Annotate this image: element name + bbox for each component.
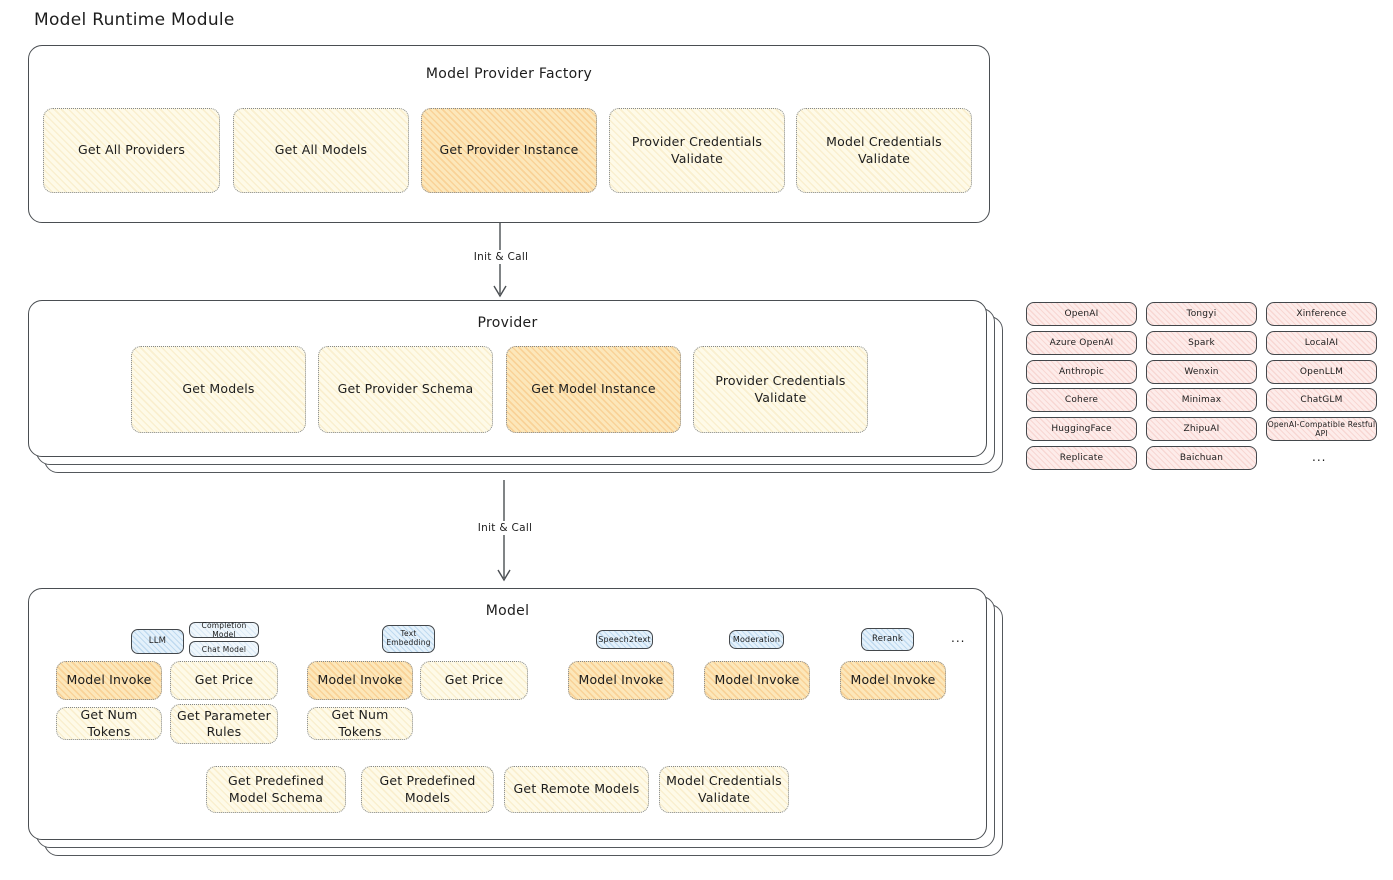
provider-chip-minimax: Minimax (1146, 388, 1257, 412)
provider-chip-localai: LocalAI (1266, 331, 1377, 355)
model-section: Model LLM Completion Model Chat Model Te… (28, 588, 987, 840)
provider-chip-xinference: Xinference (1266, 302, 1377, 326)
provider-get-model-instance: Get Model Instance (506, 346, 681, 433)
provider-chip-replicate: Replicate (1026, 446, 1137, 470)
provider-chip-openai: OpenAI (1026, 302, 1137, 326)
model-credentials-validate: Model Credentials Validate (659, 766, 789, 813)
tag-completion-model: Completion Model (189, 621, 259, 639)
provider-chip-azure-openai: Azure OpenAI (1026, 331, 1137, 355)
tag-chat-model: Chat Model (189, 641, 259, 657)
provider-credentials-validate: Provider Credentials Validate (693, 346, 868, 433)
init-call-label-1: Init & Call (455, 250, 547, 264)
factory-get-provider-instance: Get Provider Instance (421, 108, 597, 193)
moderation-model-invoke: Model Invoke (704, 661, 810, 700)
llm-model-invoke: Model Invoke (56, 661, 162, 700)
providers-more-ellipsis: ... (1312, 450, 1327, 464)
factory-get-all-providers: Get All Providers (43, 108, 220, 193)
tag-text-embedding: Text Embedding (382, 625, 435, 653)
rerank-model-invoke: Model Invoke (840, 661, 946, 700)
provider-chip-openai-compatible: OpenAI-Compatible Restful API (1266, 417, 1377, 441)
factory-provider-credentials-validate: Provider Credentials Validate (609, 108, 785, 193)
factory-get-all-models: Get All Models (233, 108, 409, 193)
provider-chip-anthropic: Anthropic (1026, 360, 1137, 384)
provider-chip-wenxin: Wenxin (1146, 360, 1257, 384)
llm-get-price: Get Price (170, 661, 278, 700)
model-title: Model (485, 603, 530, 619)
provider-get-models: Get Models (131, 346, 306, 433)
provider-chip-spark: Spark (1146, 331, 1257, 355)
text-embedding-get-price: Get Price (420, 661, 528, 700)
tag-llm: LLM (131, 629, 184, 654)
provider-section: Provider Get Models Get Provider Schema … (28, 300, 987, 457)
get-predefined-model-schema: Get Predefined Model Schema (206, 766, 346, 813)
tag-moderation: Moderation (729, 630, 784, 649)
provider-chip-tongyi: Tongyi (1146, 302, 1257, 326)
get-remote-models: Get Remote Models (504, 766, 649, 813)
provider-chip-zhipuai: ZhipuAI (1146, 417, 1257, 441)
speech2text-model-invoke: Model Invoke (568, 661, 674, 700)
tags-more-ellipsis: ... (951, 631, 966, 645)
provider-chip-cohere: Cohere (1026, 388, 1137, 412)
text-embedding-model-invoke: Model Invoke (307, 661, 413, 700)
provider-chip-baichuan: Baichuan (1146, 446, 1257, 470)
factory-section: Model Provider Factory Get All Providers… (28, 45, 990, 223)
text-embedding-get-num-tokens: Get Num Tokens (307, 707, 413, 740)
get-predefined-models: Get Predefined Models (361, 766, 494, 813)
llm-get-num-tokens: Get Num Tokens (56, 707, 162, 740)
provider-get-provider-schema: Get Provider Schema (318, 346, 493, 433)
init-call-label-2: Init & Call (459, 521, 551, 535)
factory-model-credentials-validate: Model Credentials Validate (796, 108, 972, 193)
provider-chip-openllm: OpenLLM (1266, 360, 1377, 384)
diagram-title: Model Runtime Module (34, 10, 235, 30)
provider-chip-chatglm: ChatGLM (1266, 388, 1377, 412)
tag-speech2text: Speech2text (596, 630, 653, 649)
provider-title: Provider (477, 315, 538, 331)
factory-title: Model Provider Factory (425, 66, 593, 82)
llm-get-parameter-rules: Get Parameter Rules (170, 704, 278, 744)
tag-rerank: Rerank (861, 628, 914, 651)
provider-chip-huggingface: HuggingFace (1026, 417, 1137, 441)
